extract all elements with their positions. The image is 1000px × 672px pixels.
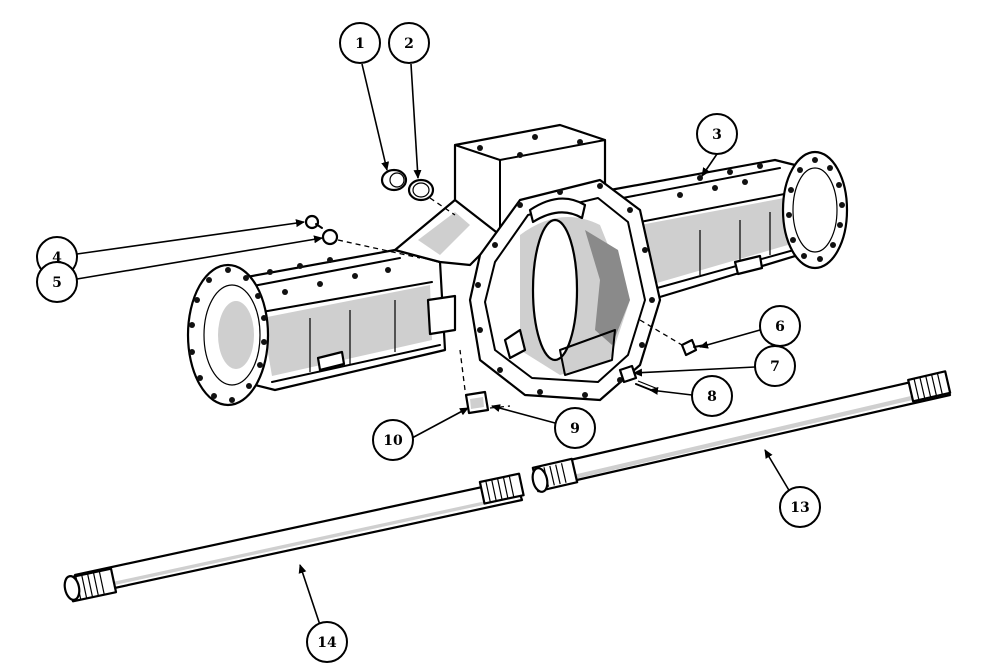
axle-housing <box>186 123 849 407</box>
part-10-fitting <box>304 214 323 230</box>
callout-2-label: 7 <box>770 359 780 375</box>
callout-8-label: 14 <box>317 635 337 651</box>
callout-14-label: 2 <box>404 36 414 52</box>
part-2-breather <box>618 364 638 384</box>
part-13-plug <box>380 168 408 192</box>
leader-lines <box>76 63 791 626</box>
callout-5: 9 <box>554 407 596 449</box>
callout-7-label: 13 <box>790 500 809 516</box>
center-housing <box>393 123 662 402</box>
callout-1: 3 <box>696 113 738 155</box>
callout-2: 7 <box>754 345 796 387</box>
callout-13: 1 <box>339 22 381 64</box>
callout-4-label: 6 <box>775 319 785 335</box>
right-arm <box>608 158 817 302</box>
left-flange <box>186 263 270 407</box>
callout-6-label: 10 <box>383 433 403 449</box>
callout-4: 6 <box>759 305 801 347</box>
callout-3-label: 8 <box>707 389 717 405</box>
callout-8: 14 <box>306 621 348 663</box>
part-8-axle-shaft <box>63 472 525 603</box>
callout-14: 2 <box>388 22 430 64</box>
right-flange <box>781 150 849 270</box>
callout-6: 10 <box>372 419 414 461</box>
callout-9: 5 <box>36 261 78 303</box>
callout-10-label: 4 <box>52 250 62 266</box>
part-6-block <box>464 390 490 415</box>
part-14-seal-ring <box>407 178 435 202</box>
callout-9-label: 5 <box>52 275 62 291</box>
callout-7: 13 <box>779 486 821 528</box>
part-9-plug <box>321 228 339 246</box>
callout-5-label: 9 <box>570 421 580 437</box>
callout-3: 8 <box>691 375 733 417</box>
callout-1-label: 3 <box>712 127 722 143</box>
part-7-axle-shaft <box>531 370 952 493</box>
part-4-bolt <box>680 338 706 357</box>
callout-13-label: 1 <box>355 36 365 52</box>
